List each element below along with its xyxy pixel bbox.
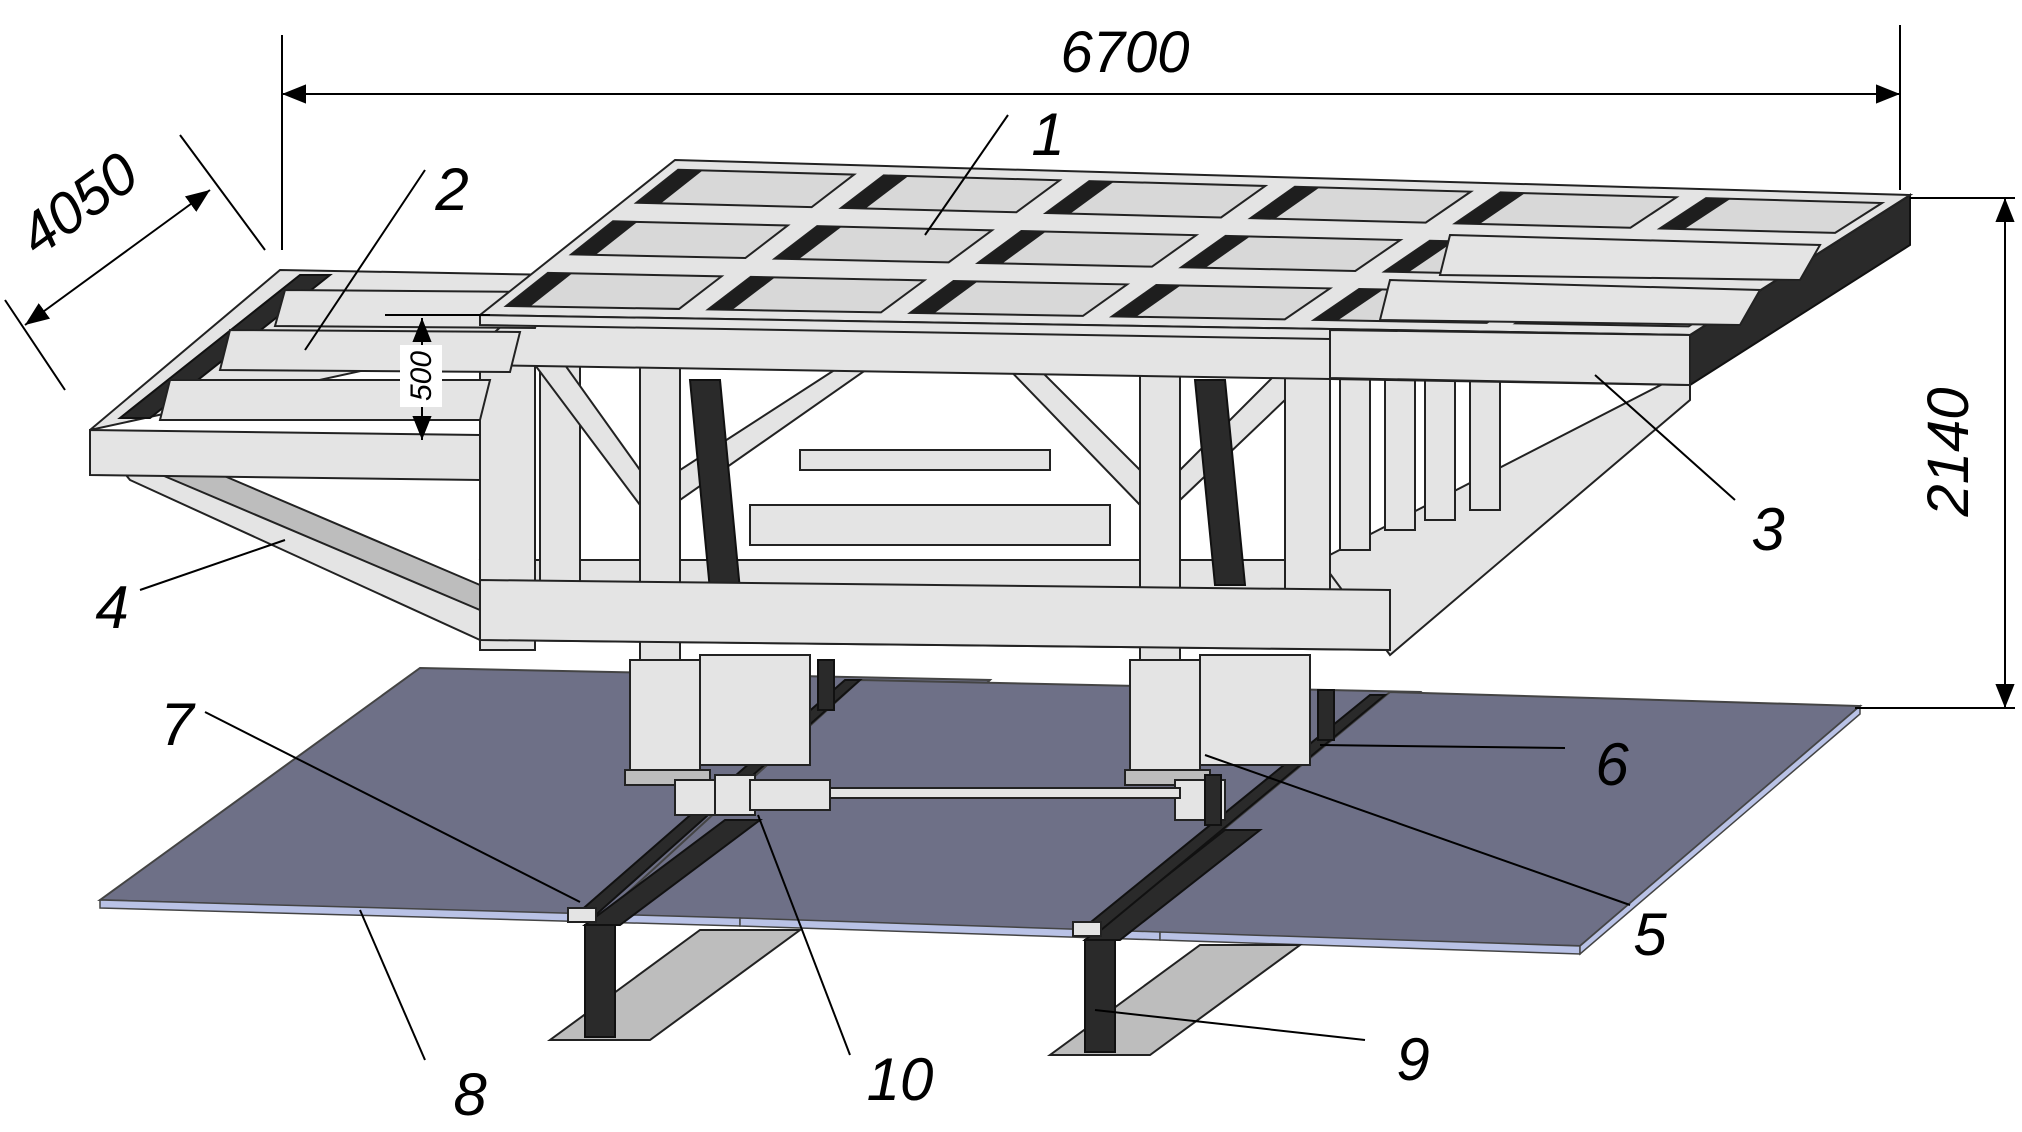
deck-opening-shadow	[1384, 240, 1455, 273]
callout-9: 9	[1396, 1026, 1429, 1093]
wheel-bogie	[624, 654, 1335, 826]
callout-8: 8	[453, 1061, 487, 1128]
diagonal-braces	[533, 359, 1286, 591]
top-deck	[477, 158, 1914, 347]
dimension-length: 6700	[281, 20, 1901, 250]
deck-opening-shadow	[1455, 192, 1526, 224]
callout-6: 6	[1595, 731, 1629, 798]
deck-opening-shadow	[1250, 186, 1320, 219]
deck-opening-shadow	[977, 231, 1046, 264]
deck-opening-shadow	[1111, 284, 1181, 317]
height-value: 2140	[1916, 387, 1981, 517]
callout-2: 2	[434, 156, 468, 223]
callout-7: 7	[160, 691, 196, 758]
dimension-height: 2140	[1855, 197, 2015, 709]
callout-5: 5	[1633, 901, 1667, 968]
drive-mechanism	[714, 774, 1181, 816]
callout-3: 3	[1751, 496, 1784, 563]
callout-1: 1	[1031, 101, 1064, 168]
deck-opening-shadow	[1313, 288, 1384, 321]
callout-numbers: 1 2 3 4 5 6 7 8 9 10	[95, 101, 1784, 1128]
left-deck	[89, 268, 563, 431]
beam-depth-value: 500	[405, 351, 438, 401]
deck-opening-shadow	[708, 276, 776, 310]
callout-10: 10	[867, 1046, 934, 1113]
length-value: 6700	[1060, 20, 1189, 85]
deck-opening-shadow	[1045, 181, 1114, 214]
deck-opening-shadow	[1181, 235, 1251, 268]
leader-lines	[139, 114, 1736, 1061]
dimension-beam-depth: 500	[385, 314, 490, 440]
callout-4: 4	[95, 574, 128, 641]
deck-opening-shadow	[910, 280, 978, 314]
deck-opening-shadow	[1659, 198, 1731, 230]
deck-opening-shadow	[571, 221, 638, 255]
base-plate	[97, 666, 1863, 956]
deck-opening-shadow	[506, 272, 573, 307]
deck-opening-shadow	[636, 169, 703, 204]
right-deck	[1329, 233, 1822, 387]
support-beam	[546, 819, 1304, 1056]
deck-opening-shadow	[841, 175, 909, 209]
deck-opening-shadow	[774, 226, 842, 260]
